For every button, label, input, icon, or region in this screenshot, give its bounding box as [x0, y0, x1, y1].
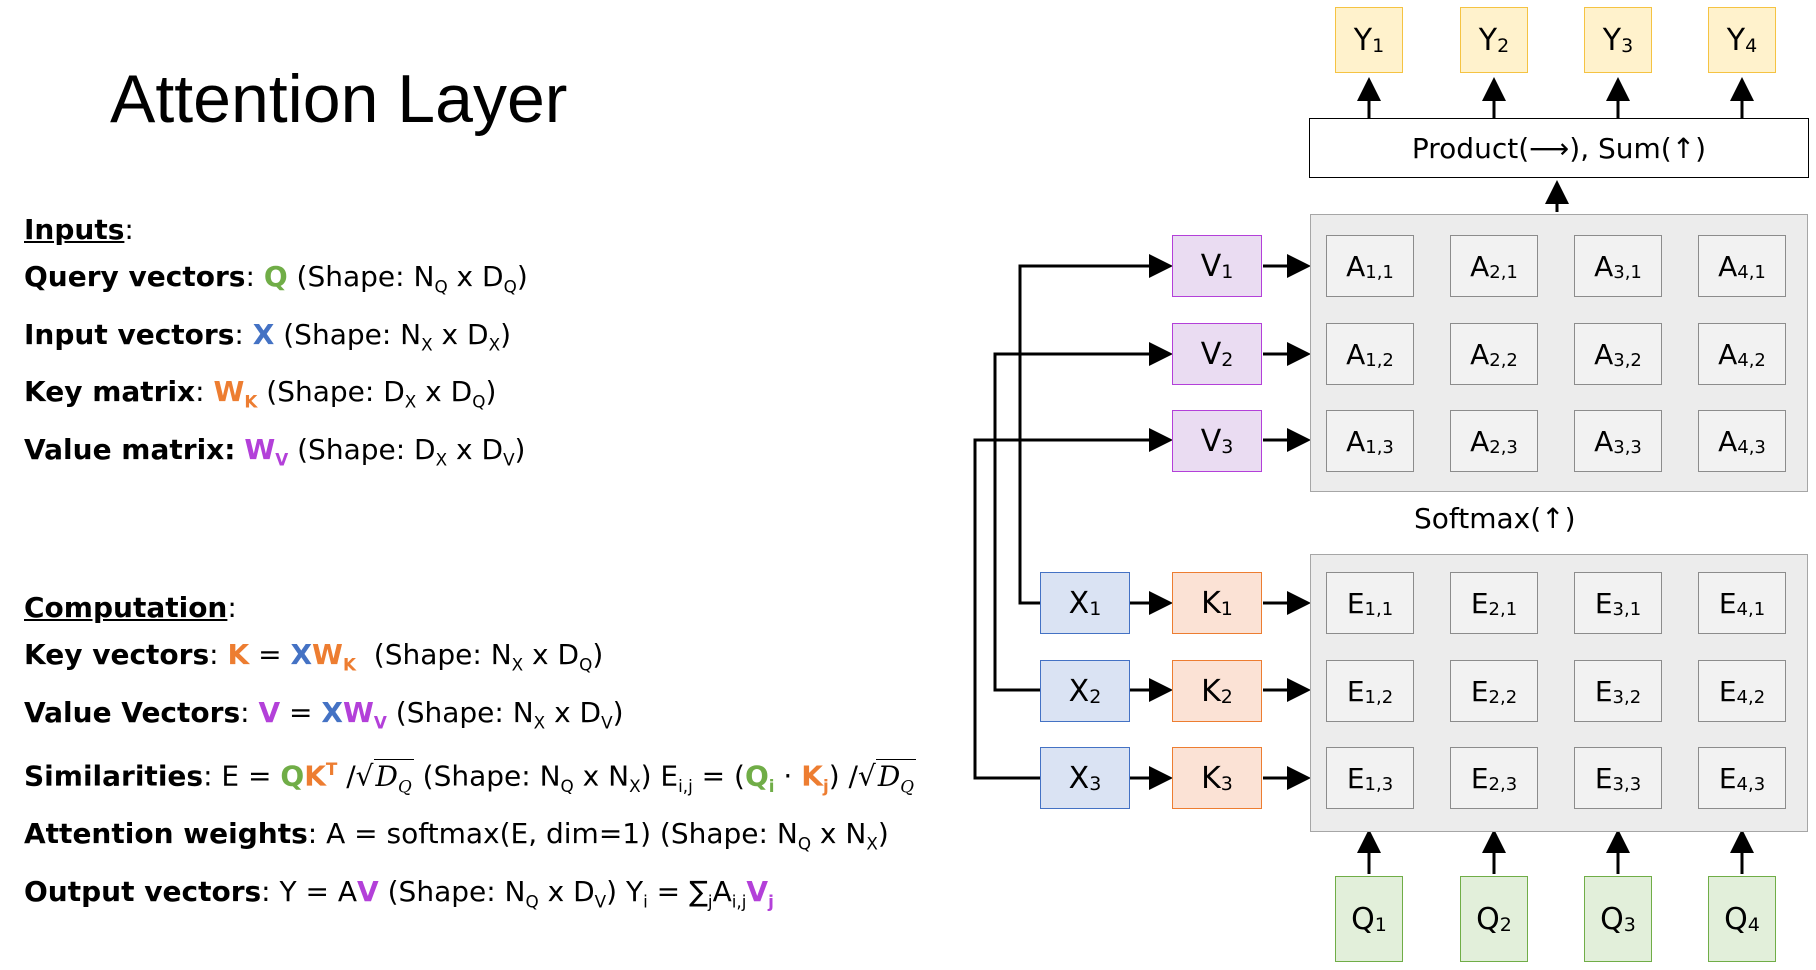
- value-vectors-line: Value Vectors: V = XWV (Shape: NX x DV): [24, 695, 624, 733]
- query-line: Query vectors: Q (Shape: NQ x DQ): [24, 260, 528, 297]
- output-vectors-line: Output vectors: Y = AV (Shape: NQ x DV) …: [24, 874, 774, 912]
- input-line: Input vectors: X (Shape: NX x DX): [24, 317, 512, 355]
- computation-block: Computation: Key vectors: K = XWK (Shape…: [24, 584, 917, 925]
- computation-heading: Computation: [24, 591, 228, 624]
- inputs-block: Inputs: Query vectors: Q (Shape: NQ x DQ…: [24, 206, 528, 483]
- product-sum-box: Product(⟶), Sum(↑): [1309, 118, 1809, 178]
- key-matrix-line: Key matrix: WK (Shape: DX x DQ): [24, 375, 497, 412]
- inputs-heading: Inputs: [24, 213, 125, 246]
- value-matrix-line: Value matrix: WV (Shape: DX x DV): [24, 432, 526, 470]
- similarities-line: Similarities: E = QKT /√DQ (Shape: NQ x …: [24, 758, 917, 797]
- key-vectors-line: Key vectors: K = XWK (Shape: NX x DQ): [24, 638, 604, 675]
- attention-weights-line: Attention weights: A = softmax(E, dim=1)…: [24, 817, 889, 854]
- softmax-label: Softmax(↑): [1414, 502, 1576, 535]
- slide-title: Attention Layer: [110, 61, 568, 137]
